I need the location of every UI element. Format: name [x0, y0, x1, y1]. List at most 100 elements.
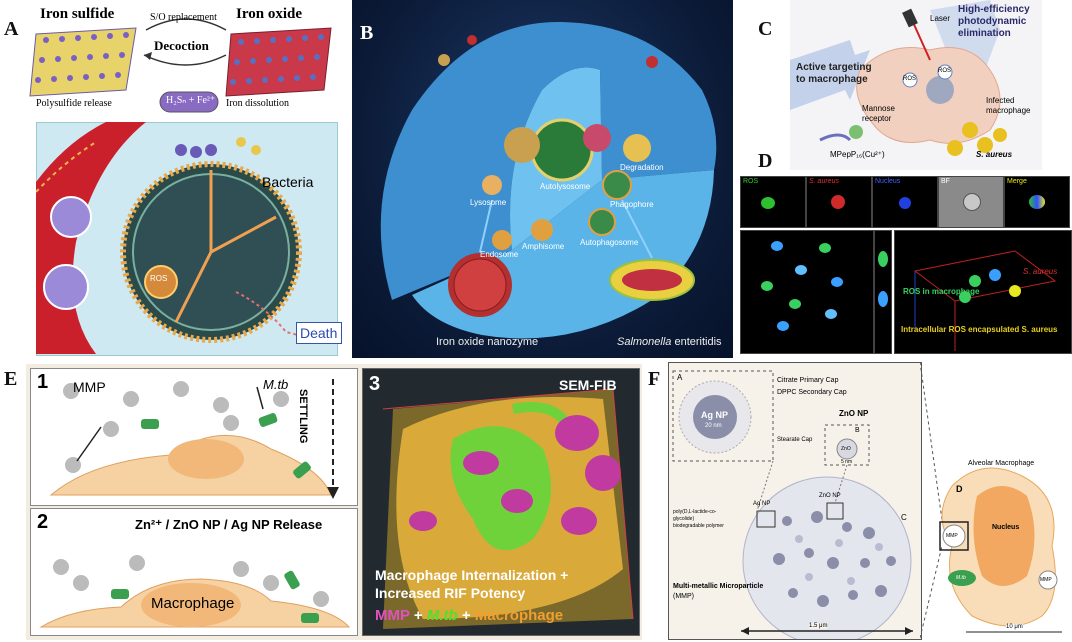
caption-line-1: Macrophage Internalization +	[375, 567, 569, 583]
endosome-label: Endosome	[480, 250, 519, 259]
zno-np-small-label: ZnO NP	[819, 493, 841, 499]
autolysosome-label: Autolysosome	[540, 182, 591, 191]
panel-a: Iron sulfide Iron oxide S/O replacement …	[26, 0, 344, 358]
laser-label: Laser	[930, 14, 951, 23]
cell-illustration	[380, 21, 717, 339]
ros-label-c2: ROS	[938, 68, 952, 74]
micro-yz	[874, 230, 892, 354]
s-aureus-label-c: S. aureus	[976, 150, 1013, 159]
10um-label: 10 μm	[1006, 624, 1023, 630]
multi-metallic-label: Multi-metallic Microparticle	[673, 583, 764, 590]
panel-f: A Citrate Primary Cap DPPC Secondary Cap…	[668, 362, 1072, 640]
f-sub-c: C	[901, 513, 907, 522]
dppc-label: DPPC Secondary Cap	[777, 389, 847, 396]
release-label: Zn²⁺ / ZnO NP / Ag NP Release	[135, 517, 323, 532]
step-1-box: 1 MMP M.tb SETTLING	[30, 368, 358, 506]
channel-label-4: Merge	[1007, 178, 1027, 185]
panel-b: Autolysosome Degradation Lysosome Phagop…	[352, 0, 733, 358]
caption-line-2: Increased RIF Potency	[375, 585, 526, 601]
channel-label-0: ROS	[743, 178, 759, 185]
panel-d-label: D	[758, 150, 773, 172]
s-aureus-label-d: S. aureus	[1023, 267, 1058, 276]
panel-e: 1 MMP M.tb SETTLING 2 Zn²⁺ / ZnO NP / Ag…	[26, 364, 642, 640]
panel-c-label: C	[758, 18, 773, 40]
ros-in-macrophage-label: ROS in macrophage	[903, 287, 980, 296]
polysulfide-release-text: Polysulfide release	[36, 98, 112, 109]
nanozyme-label: Iron oxide nanozyme	[436, 336, 539, 348]
f-sub-b: B	[855, 427, 860, 434]
settling-label: SETTLING	[297, 389, 309, 444]
ros-label-c1: ROS	[903, 76, 917, 82]
stearate-label: Stearate Cap	[777, 437, 813, 443]
macrophage-label-e: Macrophage	[151, 595, 235, 612]
phagophore-label: Phagophore	[610, 200, 654, 209]
mmp-diagram: A Citrate Primary Cap DPPC Secondary Cap…	[668, 362, 922, 640]
death-box: Death	[296, 322, 342, 344]
micro-zstack	[740, 230, 874, 354]
5nm-label: 5 nm	[841, 459, 853, 465]
alveolar-label: Alveolar Macrophage	[968, 460, 1035, 467]
mmp-label-f: MMP	[946, 533, 958, 539]
iron-dissolution-text: Iron dissolution	[226, 98, 290, 109]
panel-b-label: B	[360, 22, 374, 44]
panel-a-label: A	[4, 18, 19, 40]
lysosome-label: Lysosome	[470, 198, 507, 207]
micro-3d: ROS in macrophage S. aureus Intracellula…	[894, 230, 1072, 354]
20nm-label: 20 nm	[705, 423, 722, 429]
alveolar-macrophage: Alveolar Macrophage D Nucleus MMP M.tb M…	[932, 456, 1072, 640]
legend-line: MMP + M.tb + Macrophage	[375, 607, 564, 624]
iron-oxide-title: Iron oxide	[236, 6, 302, 22]
mtb-label-e: M.tb	[263, 377, 289, 392]
panel-e-label: E	[4, 368, 18, 390]
autophagosome-label: Autophagosome	[580, 238, 639, 247]
polymer-label: poly(D,L-lactide-co-glycolide) biodegrad…	[673, 509, 724, 529]
mmp-label-f2: MMP	[1040, 577, 1052, 583]
degradation-label: Degradation	[620, 163, 664, 172]
channel-label-2: Nucleus	[875, 178, 901, 185]
iron-oxide-lattice	[225, 27, 332, 97]
panel-f-label: F	[648, 368, 661, 390]
amphisome-label: Amphisome	[522, 242, 565, 251]
infected-macrophage-label: Infected macrophage	[986, 96, 1031, 115]
step-2-number: 2	[37, 511, 49, 533]
high-efficiency-label: High-efficiency photodynamic elimination	[958, 4, 1030, 39]
mmp-abbr-label: (MMP)	[673, 593, 694, 600]
step-3-number: 3	[369, 373, 381, 395]
micro-nucleus: Nucleus	[872, 176, 938, 228]
step-1-number: 1	[37, 371, 49, 393]
mpep-label: MPepP₁₆(Cu²⁺)	[830, 150, 885, 159]
macrophage-illustration	[790, 0, 1007, 156]
ag-np-small-label: Ag NP	[753, 501, 771, 507]
citrate-label: Citrate Primary Cap	[777, 377, 839, 384]
mtb-label-f: M.tb	[956, 575, 966, 581]
active-targeting-label: Active targeting to macrophage	[796, 62, 872, 85]
mannose-receptor-label: Mannose receptor	[862, 104, 895, 123]
panel-d: ROS S. aureus Nucleus BF Merge	[740, 176, 1072, 354]
intracellular-label: Intracellular ROS encapsulated S. aureus	[901, 325, 1058, 334]
micro-saureus: S. aureus	[806, 176, 872, 228]
channel-label-1: S. aureus	[809, 178, 839, 185]
nucleus-label-f: Nucleus	[992, 524, 1020, 531]
1-5um-label: 1.5 μm	[809, 623, 828, 629]
iron-sulfide-title: Iron sulfide	[40, 6, 115, 22]
step-2-box: 2 Zn²⁺ / ZnO NP / Ag NP Release Macropha…	[30, 508, 358, 636]
ros-label-a: ROS	[150, 274, 168, 283]
lattice-graphics	[29, 18, 332, 113]
iron-sulfide-lattice	[29, 27, 137, 97]
step-3-box: 3 SEM-FIB Macrophage Internalization + I…	[362, 368, 640, 636]
channel-label-3: BF	[941, 178, 950, 185]
ag-np-label: Ag NP	[701, 410, 728, 420]
mmp-label-e: MMP	[73, 379, 106, 395]
panel-c: Laser High-efficiency photodynamic elimi…	[790, 0, 1042, 170]
h2s-fe-formula: H₂Sₙ + Fe²⁺	[166, 95, 216, 106]
zno-label: ZnO	[841, 446, 851, 452]
death-label: Death	[300, 325, 338, 341]
micro-merge: Merge	[1004, 176, 1070, 228]
micro-bf: BF	[938, 176, 1004, 228]
f-sub-d: D	[956, 484, 963, 494]
micro-ros: ROS	[740, 176, 806, 228]
zno-np-title: ZnO NP	[839, 409, 869, 418]
decoction-text: Decoction	[154, 38, 209, 53]
bacteria-label: Bacteria	[262, 174, 314, 190]
so-replacement-text: S/O replacement	[150, 12, 217, 23]
